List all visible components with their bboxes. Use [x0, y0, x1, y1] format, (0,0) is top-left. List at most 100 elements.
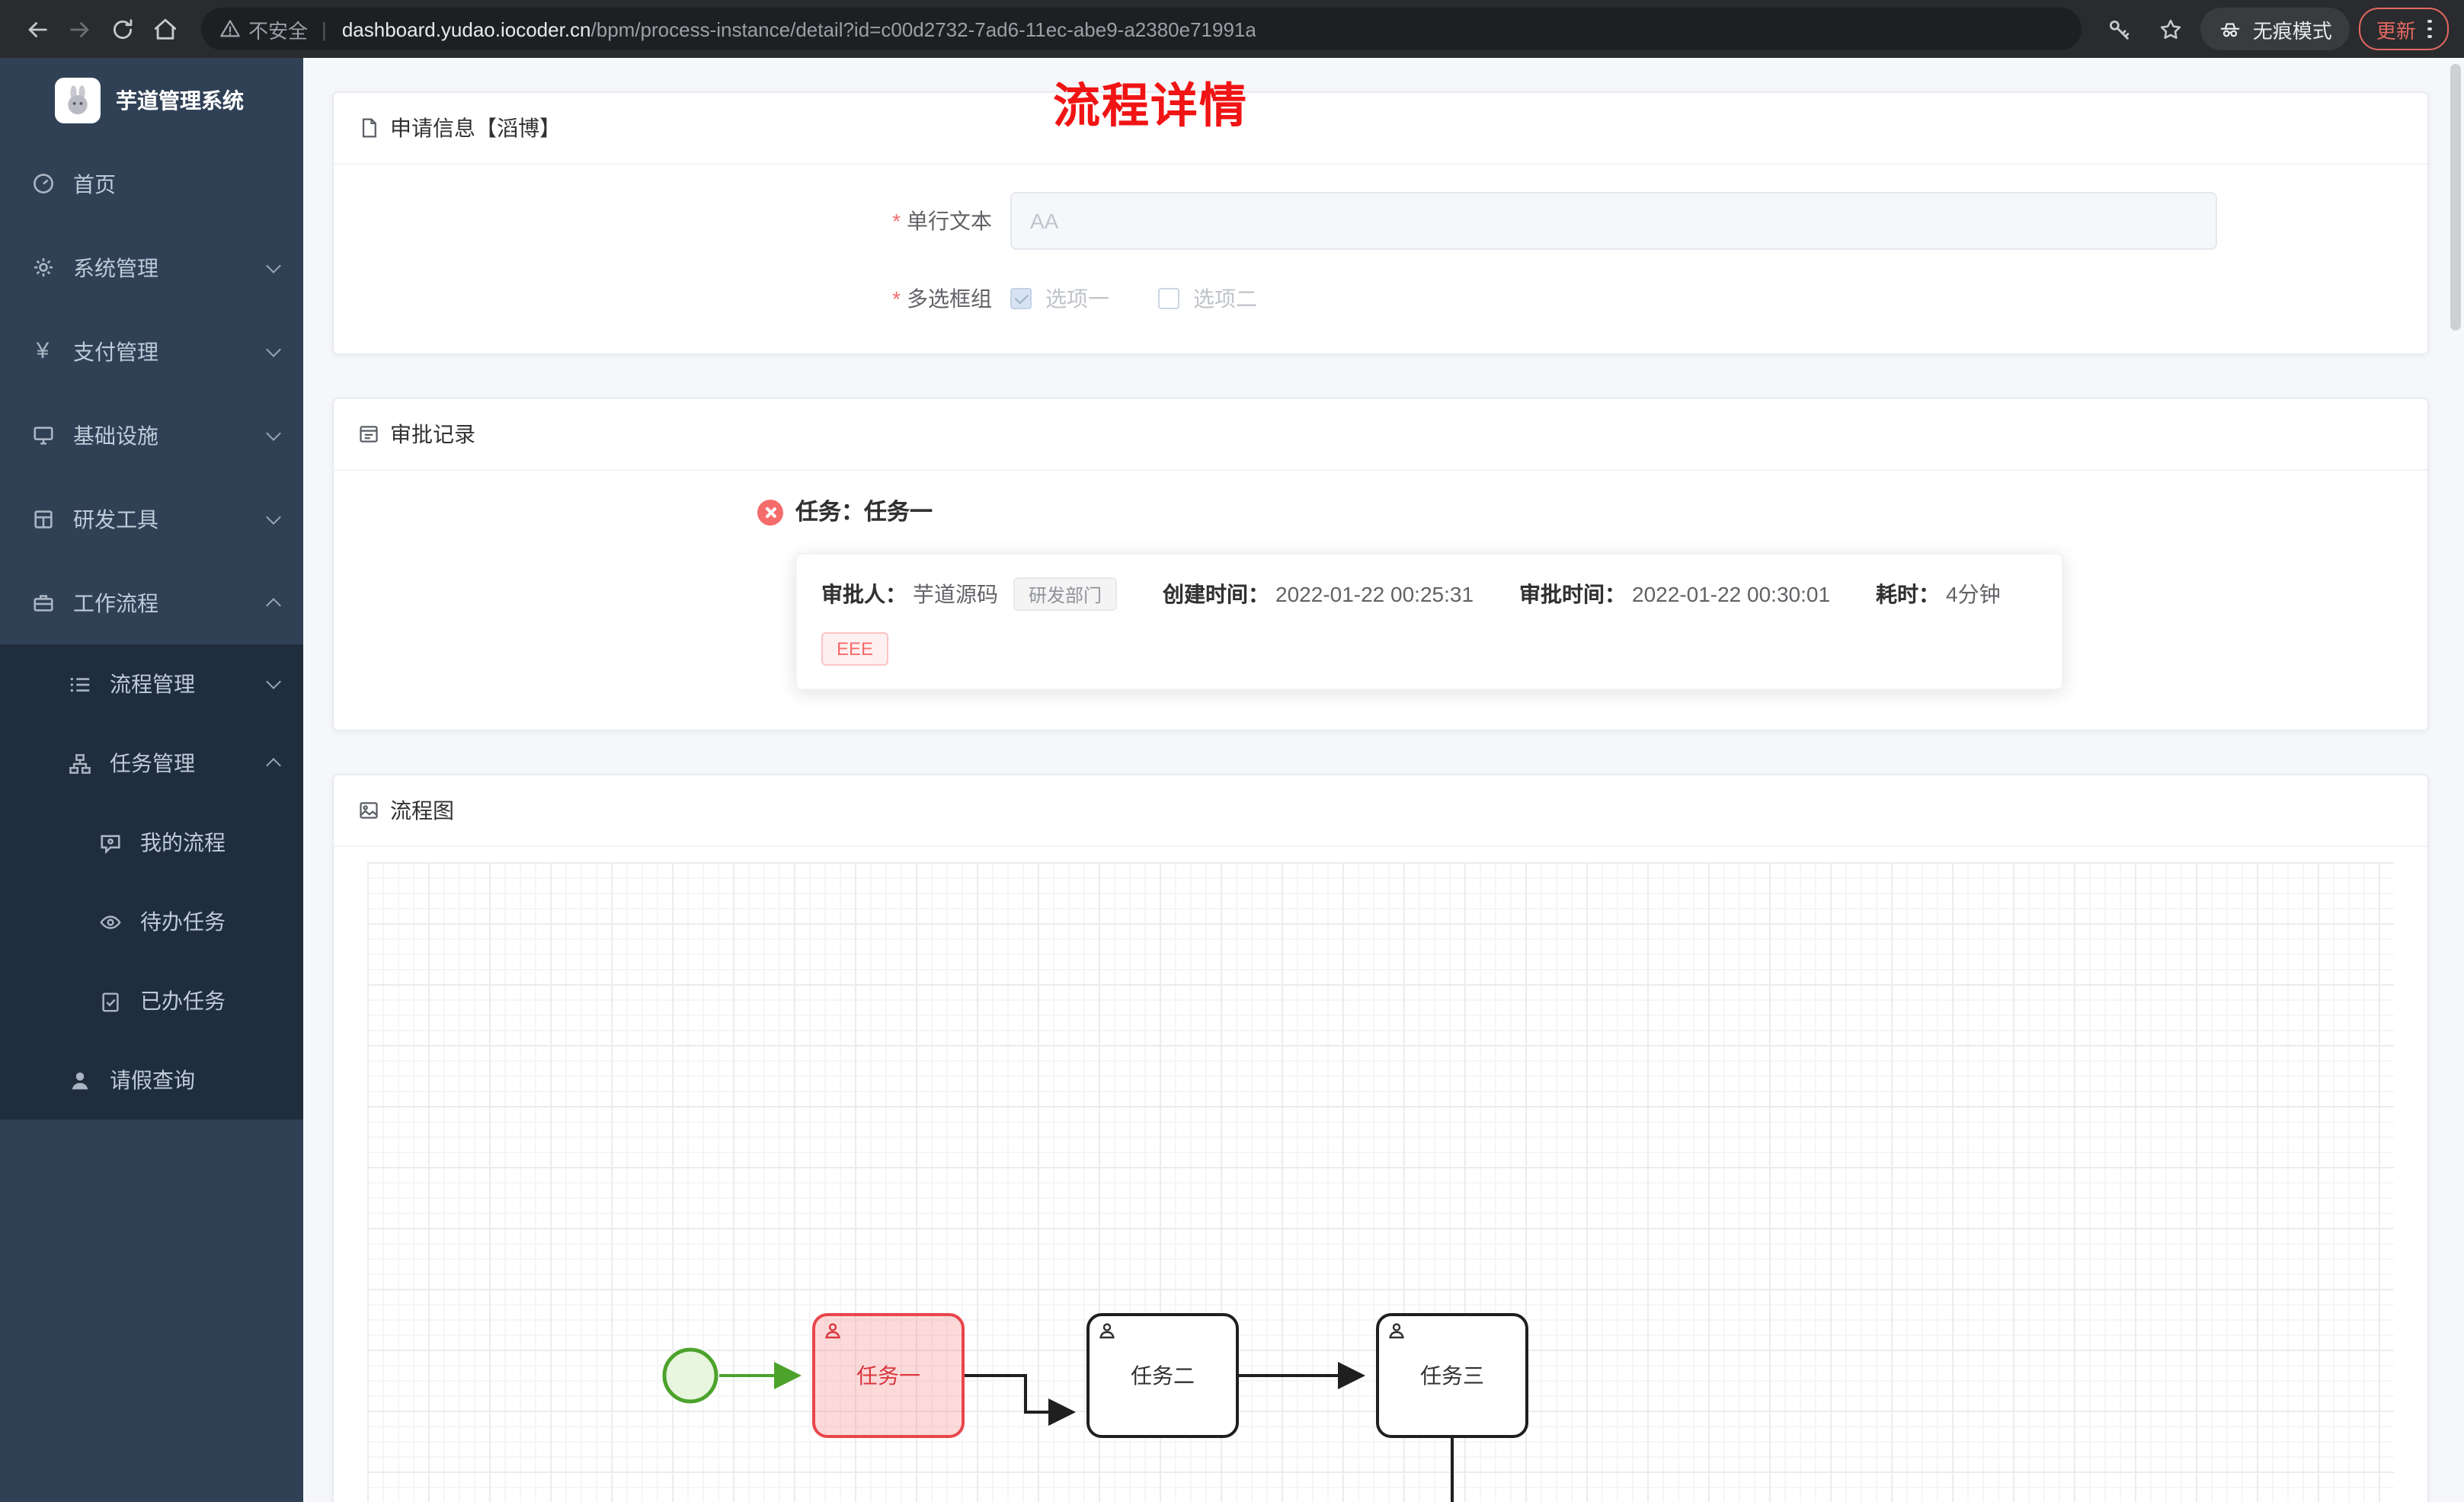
card-title: 申请信息【滔博】	[390, 116, 561, 140]
sidebar-item-my-processes[interactable]: 我的流程	[0, 803, 303, 882]
approval-records-card: 审批记录 任务：任务一 审批人： 芋道源码 研发部门	[332, 398, 2429, 731]
key-icon[interactable]	[2098, 8, 2140, 50]
checkbox-option-1[interactable]: 选项一	[1010, 283, 1109, 314]
sidebar-item-label: 流程管理	[110, 672, 195, 696]
field-label: *单行文本	[892, 209, 992, 233]
workflow-submenu: 流程管理 任务管理 我的流程 待办任务	[0, 644, 303, 1120]
sidebar-item-label: 工作流程	[73, 590, 158, 615]
browser-toolbar: 不安全 | dashboard.yudao.iocoder.cn/bpm/pro…	[0, 0, 2464, 58]
task-label: 任务三	[1420, 1363, 1484, 1388]
menu-dots-icon[interactable]	[2427, 19, 2432, 39]
approved-time-group: 审批时间： 2022-01-22 00:30:01	[1519, 579, 1830, 609]
required-mark: *	[892, 209, 901, 233]
back-icon[interactable]	[15, 8, 58, 50]
bpmn-connections	[662, 1347, 1454, 1502]
sidebar-item-devtools[interactable]: 研发工具	[0, 477, 303, 561]
rejected-status-icon	[757, 500, 783, 526]
checkbox-label: 选项一	[1045, 286, 1109, 311]
security-warning-icon	[220, 20, 240, 37]
chat-user-icon	[98, 830, 122, 855]
duration-value: 4分钟	[1946, 582, 2001, 606]
update-button[interactable]: 更新	[2359, 8, 2449, 50]
eye-icon	[98, 909, 122, 934]
url-bar[interactable]: 不安全 | dashboard.yudao.iocoder.cn/bpm/pro…	[201, 8, 2082, 50]
chevron-up-icon	[266, 758, 281, 773]
sidebar-item-label: 支付管理	[73, 339, 158, 363]
sidebar-item-done-tasks[interactable]: 已办任务	[0, 961, 303, 1040]
card-title: 审批记录	[390, 422, 475, 446]
sidebar-item-label: 请假查询	[110, 1068, 195, 1092]
dashboard-icon	[30, 171, 55, 196]
field-label: *多选框组	[892, 286, 992, 311]
sidebar-item-infrastructure[interactable]: 基础设施	[0, 393, 303, 477]
url-domain: dashboard.yudao.iocoder.cn	[341, 18, 591, 40]
sidebar-item-process-management[interactable]: 流程管理	[0, 644, 303, 724]
sidebar-item-home[interactable]: 首页	[0, 142, 303, 225]
user-task-icon	[1389, 1323, 1404, 1339]
flow-task1-to-task2	[965, 1374, 1076, 1426]
update-label: 更新	[2376, 19, 2416, 42]
sidebar-item-label: 待办任务	[140, 909, 226, 934]
single-line-text-input[interactable]	[1010, 192, 2217, 250]
created-time-group: 创建时间： 2022-01-22 00:25:31	[1163, 579, 1474, 609]
sidebar-item-label: 基础设施	[73, 423, 158, 447]
approver-group: 审批人： 芋道源码 研发部门	[821, 577, 1118, 611]
duration-label: 耗时：	[1876, 582, 1941, 606]
sidebar-item-label: 系统管理	[73, 255, 158, 280]
star-icon[interactable]	[2149, 8, 2192, 50]
yen-icon: ¥	[36, 338, 50, 364]
user-task-icon	[1099, 1323, 1115, 1339]
comment-tag: EEE	[821, 632, 889, 666]
incognito-label: 无痕模式	[2252, 19, 2332, 42]
sidebar-item-leave-query[interactable]: 请假查询	[0, 1040, 303, 1120]
bpmn-canvas: 任务一 任务二 任务三	[367, 862, 2394, 1502]
sidebar-item-task-management[interactable]: 任务管理	[0, 724, 303, 803]
forward-icon[interactable]	[58, 8, 101, 50]
task-label: 任务一	[856, 1363, 920, 1388]
duration-group: 耗时： 4分钟	[1876, 579, 2001, 609]
task-node-3[interactable]: 任务三	[1376, 1313, 1528, 1438]
sidebar-item-payment[interactable]: ¥ 支付管理	[0, 309, 303, 393]
approved-time: 2022-01-22 00:30:01	[1632, 582, 1831, 606]
created-label: 创建时间：	[1163, 582, 1270, 606]
home-icon[interactable]	[143, 8, 186, 50]
chevron-down-icon	[266, 257, 281, 273]
chevron-down-icon	[266, 341, 281, 356]
rabbit-logo-icon	[55, 77, 101, 123]
incognito-badge: 无痕模式	[2200, 8, 2350, 50]
org-icon	[67, 751, 91, 775]
user-icon	[67, 1068, 91, 1092]
sidebar-item-workflow[interactable]: 工作流程	[0, 561, 303, 644]
chevron-down-icon	[266, 509, 281, 524]
task-node-2[interactable]: 任务二	[1086, 1313, 1239, 1438]
chevron-down-icon	[266, 425, 281, 440]
checkbox-option-2[interactable]: 选项二	[1158, 283, 1257, 314]
approval-timeline-item: 任务：任务一 审批人： 芋道源码 研发部门 创建时间： 202	[757, 498, 2403, 690]
process-diagram-card: 流程图	[332, 774, 2429, 1502]
sidebar-item-system[interactable]: 系统管理	[0, 225, 303, 309]
diagram-icon	[360, 802, 378, 819]
records-icon	[360, 426, 378, 443]
checkbox-group: 选项一 选项二	[1010, 283, 1257, 314]
url-path: /bpm/process-instance/detail?id=c00d2732…	[590, 18, 1256, 40]
sidebar-item-todo-tasks[interactable]: 待办任务	[0, 882, 303, 961]
sidebar-item-label: 已办任务	[140, 989, 226, 1013]
gear-icon	[30, 255, 55, 280]
url-text: dashboard.yudao.iocoder.cn/bpm/process-i…	[342, 18, 1256, 40]
apply-info-card-header: 申请信息【滔博】	[334, 93, 2427, 165]
page-scrollbar[interactable]	[2450, 64, 2461, 331]
task-node-1[interactable]: 任务一	[812, 1313, 965, 1438]
approver-label: 审批人：	[821, 582, 907, 606]
approver-name: 芋道源码	[913, 582, 998, 606]
checkbox-checked-icon	[1010, 288, 1032, 309]
required-mark: *	[892, 286, 901, 311]
toolbox-icon	[30, 507, 55, 531]
created-time: 2022-01-22 00:25:31	[1275, 582, 1474, 606]
main-content: 流程详情 申请信息【滔博】 *单行文本 *多选框组	[303, 58, 2464, 1502]
incognito-icon	[2221, 22, 2241, 37]
reload-icon[interactable]	[101, 8, 143, 50]
process-diagram-card-header: 流程图	[334, 775, 2427, 847]
card-title: 流程图	[390, 798, 454, 823]
briefcase-icon	[30, 590, 55, 615]
